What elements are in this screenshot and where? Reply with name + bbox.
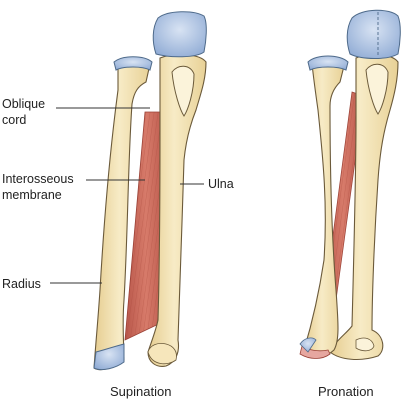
radius-distal-cartilage-supination [93,343,125,371]
label-ulna: Ulna [208,177,234,191]
radius-bone-pronation [303,60,345,357]
caption-supination: Supination [110,384,171,399]
supination-figure: Oblique cord Interosseous membrane Radiu… [2,11,234,399]
label-interosseous: Interosseous [2,172,74,186]
label-radius: Radius [2,277,41,291]
pronation-figure: Pronation [299,9,401,399]
label-interosseous-2: membrane [2,188,62,202]
label-oblique-cord-2: cord [2,113,26,127]
olecranon-cartilage-supination [152,11,207,58]
trochlear-notch-pronation [365,63,389,115]
radius-head-cartilage-pronation [307,55,349,71]
trochlear-notch-supination [171,65,195,117]
caption-pronation: Pronation [318,384,374,399]
ulna-bone-pronation [329,53,399,361]
radius-head-cartilage-supination [113,56,153,71]
radius-bone-supination [93,58,151,371]
olecranon-cartilage-pronation [346,9,401,59]
label-oblique-cord: Oblique [2,97,45,111]
